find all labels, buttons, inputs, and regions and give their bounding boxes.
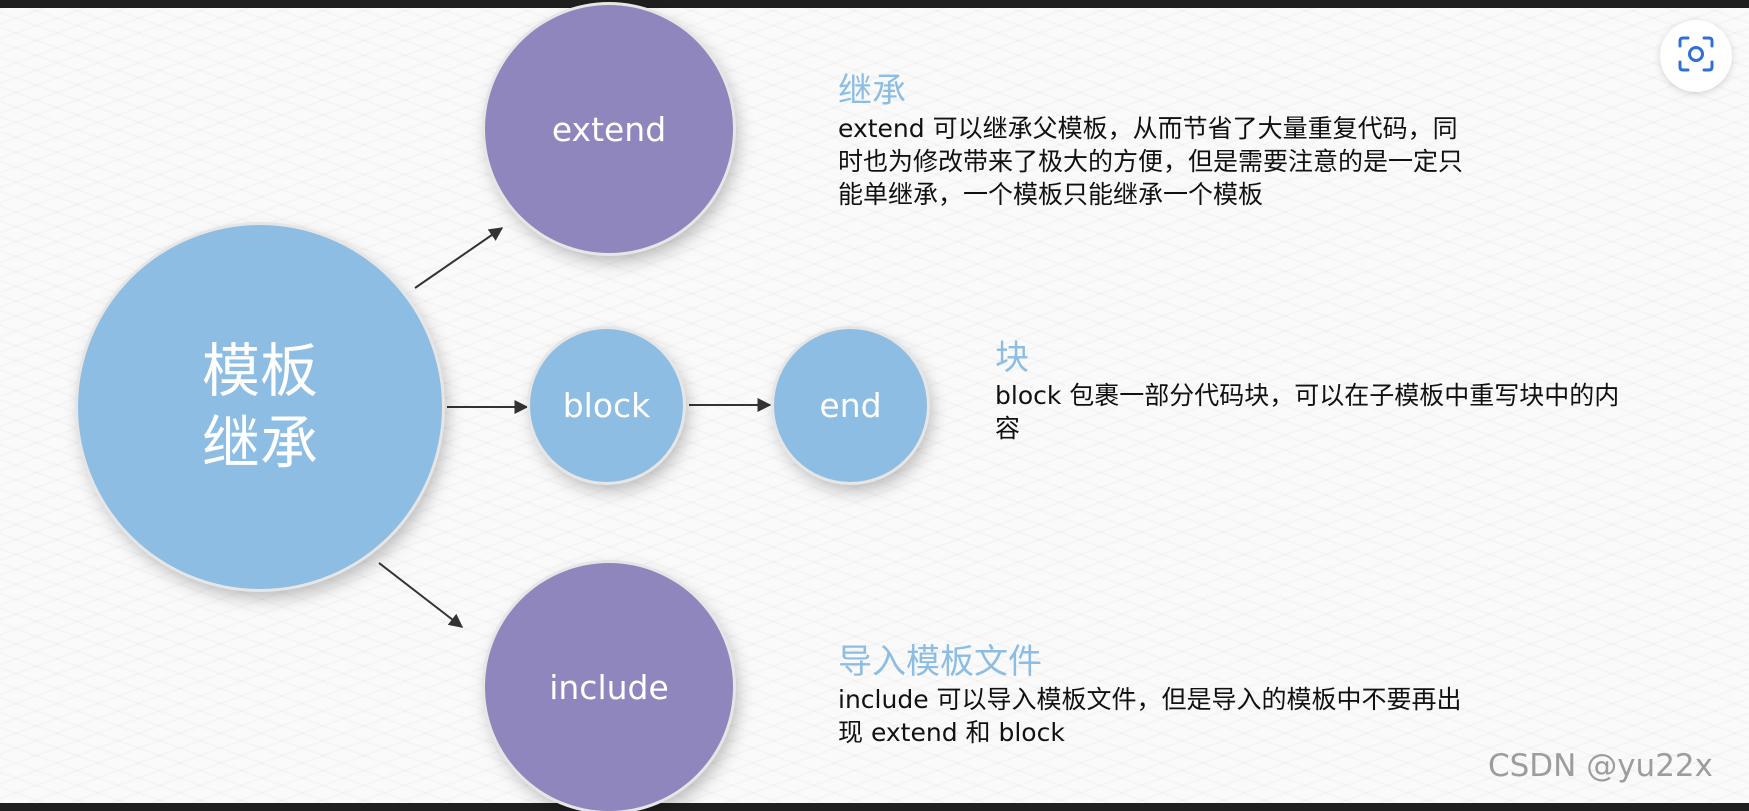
template-inheritance-circle: 模板继承 [78,225,442,589]
visual-search-icon [1677,35,1715,78]
extend-desc-line: extend 可以继承父模板，从而节省了大量重复代码，同 [838,114,1458,143]
arrow-to-extend [414,227,504,289]
include-desc-line: include 可以导入模板文件，但是导入的模板中不要再出 [838,685,1462,714]
extend-desc-line: 时也为修改带来了极大的方便，但是需要注意的是一定只 [838,147,1464,176]
visual-search-button[interactable] [1660,20,1732,92]
block-description: 块 block 包裹一部分代码块，可以在子模板中重写块中的内 容 [995,337,1685,445]
block-desc-line: block 包裹一部分代码块，可以在子模板中重写块中的内 [995,381,1620,410]
template-inheritance-label: 模板继承 [201,337,318,477]
csdn-watermark: CSDN @yu22x [1487,748,1713,784]
extend-label: extend [551,109,667,149]
end-circle: end [774,329,927,482]
end-label: end [819,386,882,425]
extend-circle: extend [485,5,733,253]
include-circle: include [485,563,733,811]
block-desc-line: 容 [995,414,1021,443]
block-heading: 块 [995,338,1029,378]
extend-desc-line: 能单继承，一个模板只能继承一个模板 [838,180,1264,209]
include-description: 导入模板文件 include 可以导入模板文件，但是导入的模板中不要再出 现 e… [838,641,1528,749]
extend-description: 继承 extend 可以继承父模板，从而节省了大量重复代码，同 时也为修改带来了… [838,70,1528,211]
include-label: include [549,667,669,707]
block-circle: block [530,329,683,482]
include-desc-line: 现 extend 和 block [838,718,1065,747]
block-label: block [562,386,651,425]
arrow-to-include [378,562,464,628]
extend-heading: 继承 [838,71,906,111]
include-heading: 导入模板文件 [838,642,1042,682]
